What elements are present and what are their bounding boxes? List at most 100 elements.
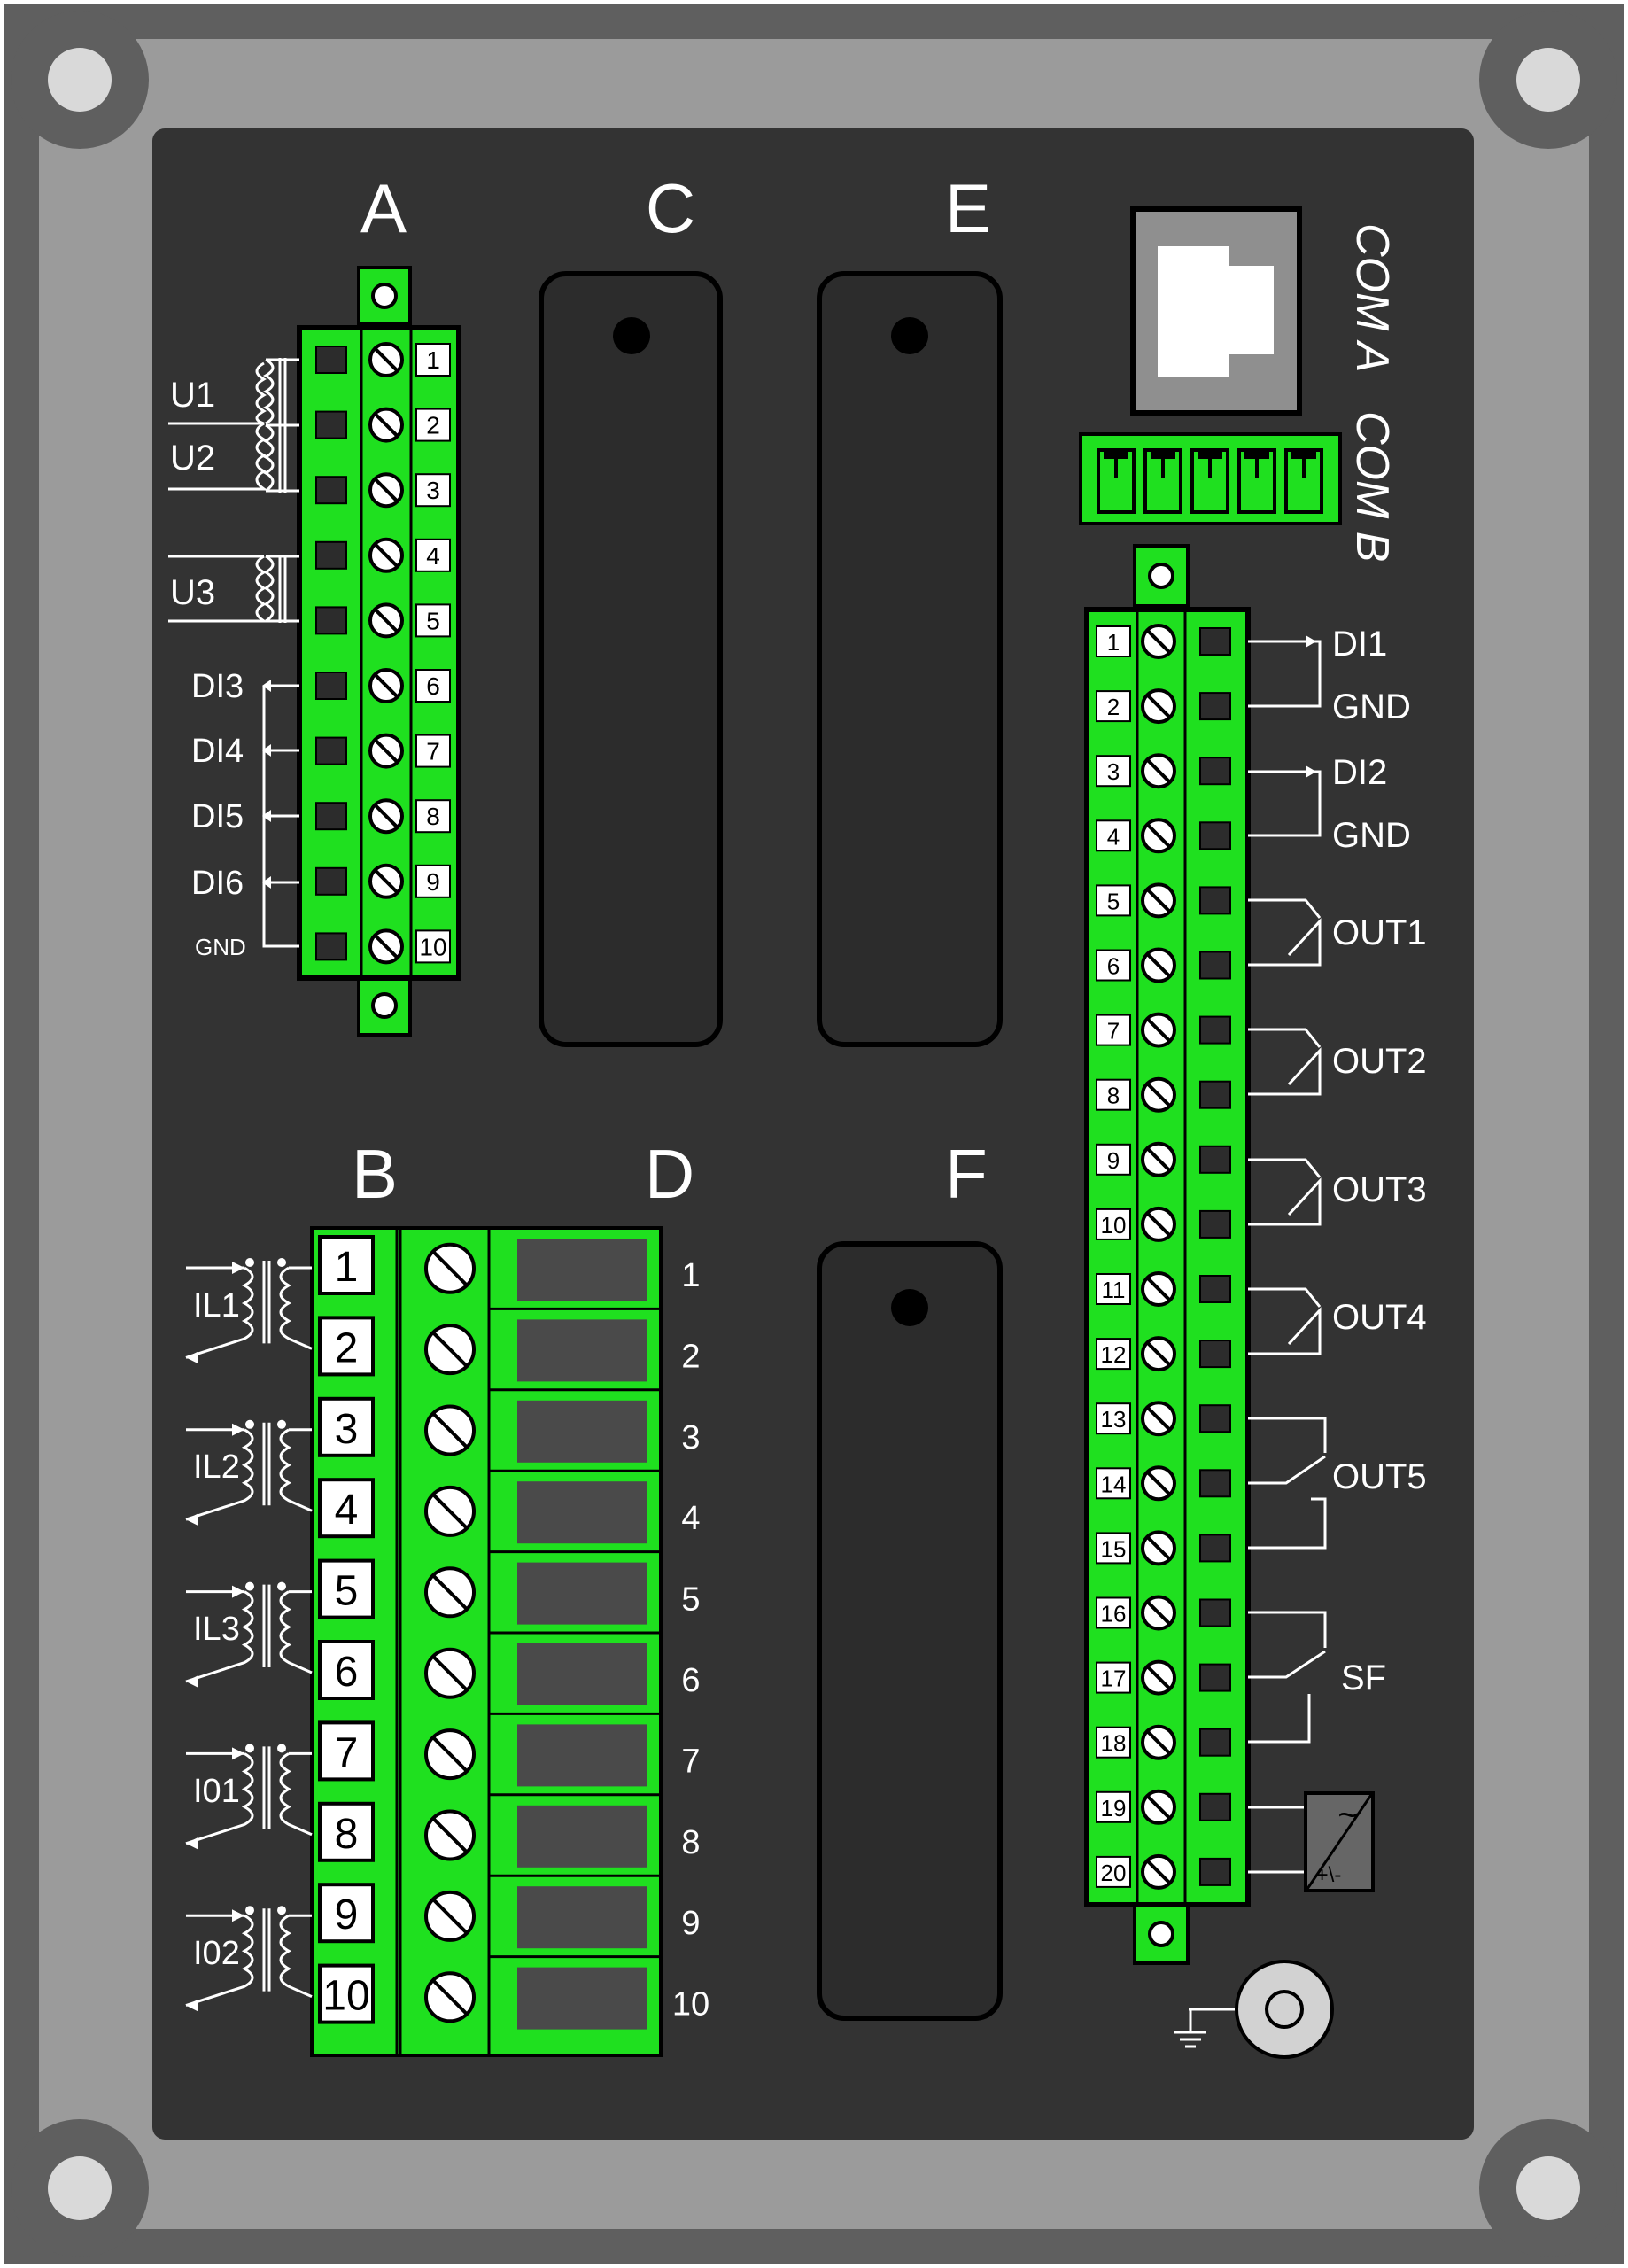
screw-slot [1145,1729,1172,1756]
signal-gnd-1: GND [1332,687,1411,726]
terminal-right-number: 20 [1101,1860,1127,1886]
terminal-d-number: 10 [672,1986,709,2023]
terminal-b-wiring [185,1258,313,2012]
screw-slot [1145,1470,1172,1496]
terminal-right-number: 7 [1107,1018,1120,1045]
power-supply-icon: ~ +\- [1304,1791,1375,1892]
screw-slot [1145,1340,1172,1367]
screw-slot [431,1573,469,1612]
terminal-b-number-box [318,1883,375,1944]
terminal-a-number-box [415,538,451,572]
terminal-b-number: 7 [335,1729,359,1776]
terminal-right-number: 16 [1101,1601,1127,1627]
terminal-a-number: 5 [426,607,440,634]
terminal-right-arrows [1306,635,1316,778]
signal-il3: IL3 [193,1611,240,1648]
terminal-a-number: 6 [426,672,440,700]
terminal-right-socket [1199,1857,1231,1886]
terminal-right-number-box [1096,690,1131,723]
rj45-port-opening [1158,246,1274,377]
com-b-pin [1143,448,1182,514]
screw-slot [431,1736,469,1773]
screw-slot [1145,1405,1172,1432]
terminal-a-number-box [415,408,451,442]
terminal-right-socket [1199,1469,1231,1498]
terminal-right-number-box [1096,1661,1131,1694]
terminal-d-socket [517,1239,647,1301]
slot-c-hole [613,317,650,354]
terminal-right-number-box [1096,1143,1131,1176]
terminal-b-number-box [318,1963,375,2024]
terminal-a-number-box [415,669,451,703]
terminal-right-number-box [1096,1855,1131,1888]
power-dc-symbol: +\- [1316,1863,1342,1887]
terminal-right-socket [1199,1404,1231,1433]
ground-icon [1174,2008,1237,2048]
terminal-d-socket [517,1400,647,1463]
terminal-right-number-box [1096,1467,1131,1500]
terminal-b-number: 10 [322,1973,369,2020]
screw-slot [431,1978,469,2016]
terminal-a-number: 7 [426,738,440,765]
terminal-right-socket [1199,757,1231,786]
terminal-right-number-box [1096,1726,1131,1759]
section-label-c: C [646,169,695,247]
terminal-b-number-box [318,1558,375,1619]
terminal-d-socket [517,1805,647,1868]
terminal-right-number: 12 [1101,1341,1127,1368]
terminal-right-number-box [1096,1532,1131,1565]
terminal-b-number-box [318,1396,375,1457]
terminal-right-number: 6 [1107,953,1120,980]
terminal-d-number: 2 [681,1338,700,1375]
screw-slot [1145,628,1172,655]
terminal-d-socket [517,1886,647,1949]
signal-il1: IL1 [193,1287,240,1324]
terminal-a-number-box [415,734,451,768]
mounting-hole-icon [48,48,112,112]
terminal-b-number: 5 [335,1568,359,1615]
terminal-d-socket [517,1967,647,2030]
screw-slot [373,738,399,764]
terminal-b-number-box [318,1478,375,1539]
terminal-b-number: 2 [335,1324,359,1371]
terminal-right-number: 17 [1101,1666,1127,1692]
terminal-right-socket [1199,1598,1231,1627]
signal-out1: OUT1 [1332,913,1427,952]
screw-slot [1145,1535,1172,1561]
terminal-right-number-box [1096,819,1131,852]
screw-slot [1145,1600,1172,1626]
terminal-d-number: 7 [681,1743,700,1780]
screw-slot [431,1898,469,1935]
terminal-a-number-box [415,799,451,834]
terminal-right-number: 14 [1101,1471,1127,1497]
terminal-b-number-box [318,1235,375,1295]
terminal-right-socket [1199,951,1231,980]
screw-slot [1145,1276,1172,1302]
terminal-a-socket [315,866,347,896]
screw-slot [1145,1082,1172,1108]
terminal-b-number-box [318,1720,375,1782]
signal-di1: DI1 [1332,625,1387,664]
terminal-a-socket [315,736,347,765]
screw-slot [1145,822,1172,849]
terminal-a-number-box [415,473,451,508]
screw-slot [431,1816,469,1854]
terminal-d-number: 3 [681,1419,700,1456]
terminal-d-number: 1 [681,1257,700,1294]
terminal-right-number: 11 [1102,1277,1126,1303]
screw-slot [1145,693,1172,719]
terminal-a-number: 3 [426,477,440,504]
signal-di3: DI3 [191,668,244,705]
terminal-a-socket [315,802,347,831]
mounting-hole-icon [1516,2156,1580,2220]
signal-out4: OUT4 [1332,1298,1427,1337]
terminal-a-socket [315,672,347,700]
terminal-d-number: 6 [681,1662,700,1699]
terminal-right-number: 13 [1101,1406,1127,1433]
section-label-f: F [945,1135,988,1213]
terminal-right-body [1084,607,1251,1907]
terminal-a-number-box [415,343,451,377]
signal-out3: OUT3 [1332,1170,1427,1209]
terminal-a-number-box [415,864,451,898]
